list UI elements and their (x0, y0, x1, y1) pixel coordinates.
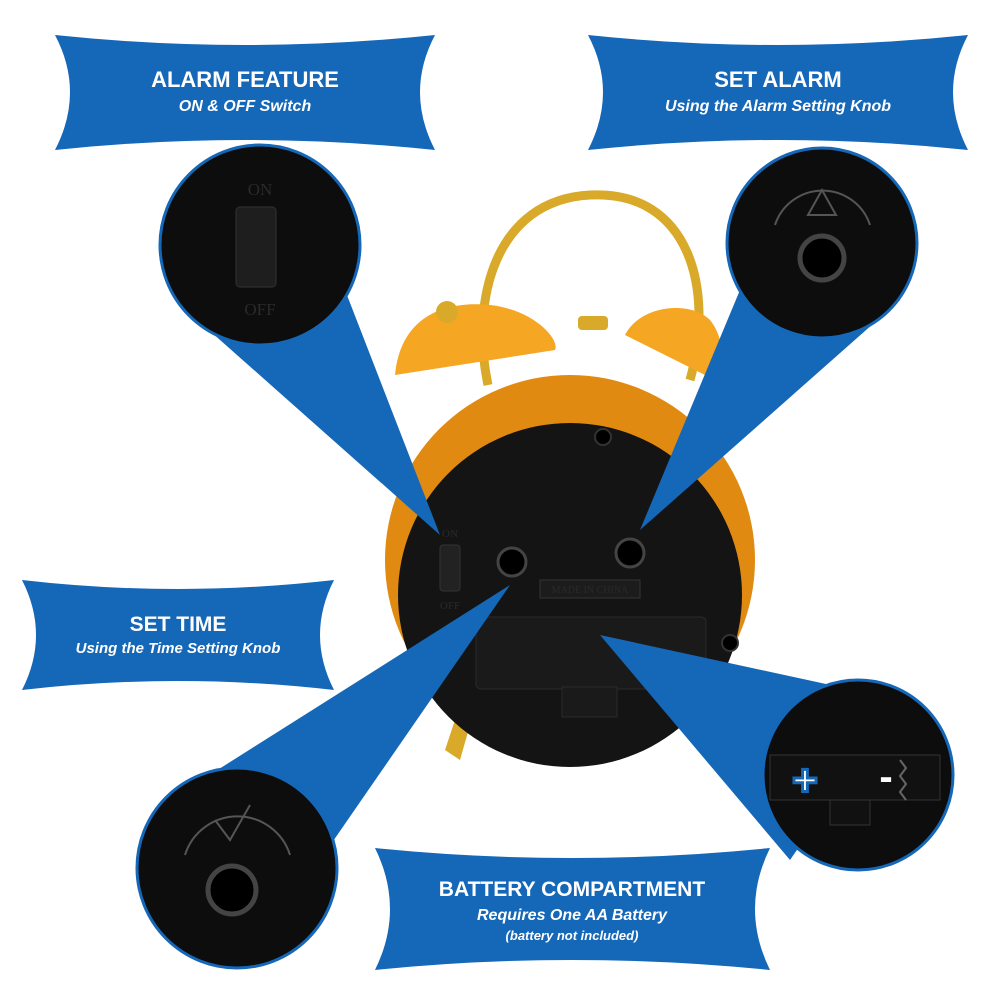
right-bell (625, 308, 722, 380)
banner-battery: BATTERY COMPARTMENT Requires One AA Batt… (375, 848, 770, 970)
check-hands-icon (214, 804, 251, 842)
banner-title: SET TIME (130, 613, 227, 636)
banner-subtitle: ON & OFF Switch (179, 98, 312, 115)
screw (721, 634, 739, 652)
alarm-knob[interactable] (614, 537, 646, 569)
banner-subtitle: Using the Alarm Setting Knob (665, 98, 891, 115)
banner-subtitle: Requires One AA Battery (477, 907, 668, 924)
beam-alarm-knob (640, 290, 900, 530)
detail-off-label: OFF (244, 300, 275, 319)
banner-set-alarm: SET ALARM Using the Alarm Setting Knob (588, 35, 968, 150)
banner-title: ALARM FEATURE (151, 67, 339, 92)
switch-off-label: OFF (440, 600, 460, 612)
banner-note: (battery not included) (506, 928, 639, 943)
battery-slot (769, 754, 941, 801)
beam-alarm-switch (175, 290, 440, 535)
switch-on-label: ON (442, 528, 458, 540)
detail-on-label: ON (248, 180, 273, 199)
hole (594, 428, 612, 446)
detail-alarm-switch: ON OFF (158, 143, 362, 347)
detail-time-knob (135, 766, 339, 970)
bell-icon (806, 187, 838, 216)
left-bell (395, 304, 556, 375)
banner-title: SET ALARM (714, 67, 842, 92)
time-knob[interactable] (496, 546, 528, 578)
plus-icon: + (792, 756, 818, 805)
left-bell-cap (436, 301, 458, 323)
banner-title: BATTERY COMPARTMENT (439, 878, 706, 901)
detail-alarm-knob (725, 146, 919, 340)
detail-knob (797, 233, 847, 283)
detail-knob (205, 863, 259, 917)
banner-alarm-feature: ALARM FEATURE ON & OFF Switch (55, 35, 435, 150)
arrow-icon (184, 815, 291, 856)
battery-tab (829, 799, 871, 826)
made-in-label: MADE IN CHINA (552, 585, 629, 596)
spring-icon (898, 759, 908, 801)
detail-switch (235, 206, 277, 288)
hammer (578, 316, 608, 330)
battery-door-tab[interactable] (561, 686, 618, 718)
clock-handle (478, 190, 704, 386)
made-in-plate (539, 579, 641, 599)
minus-icon: - (879, 755, 892, 799)
detail-battery: + - (761, 678, 955, 872)
banner-set-time: SET TIME Using the Time Setting Knob (22, 580, 334, 690)
banner-subtitle: Using the Time Setting Knob (76, 640, 281, 657)
alarm-switch[interactable] (439, 544, 461, 592)
